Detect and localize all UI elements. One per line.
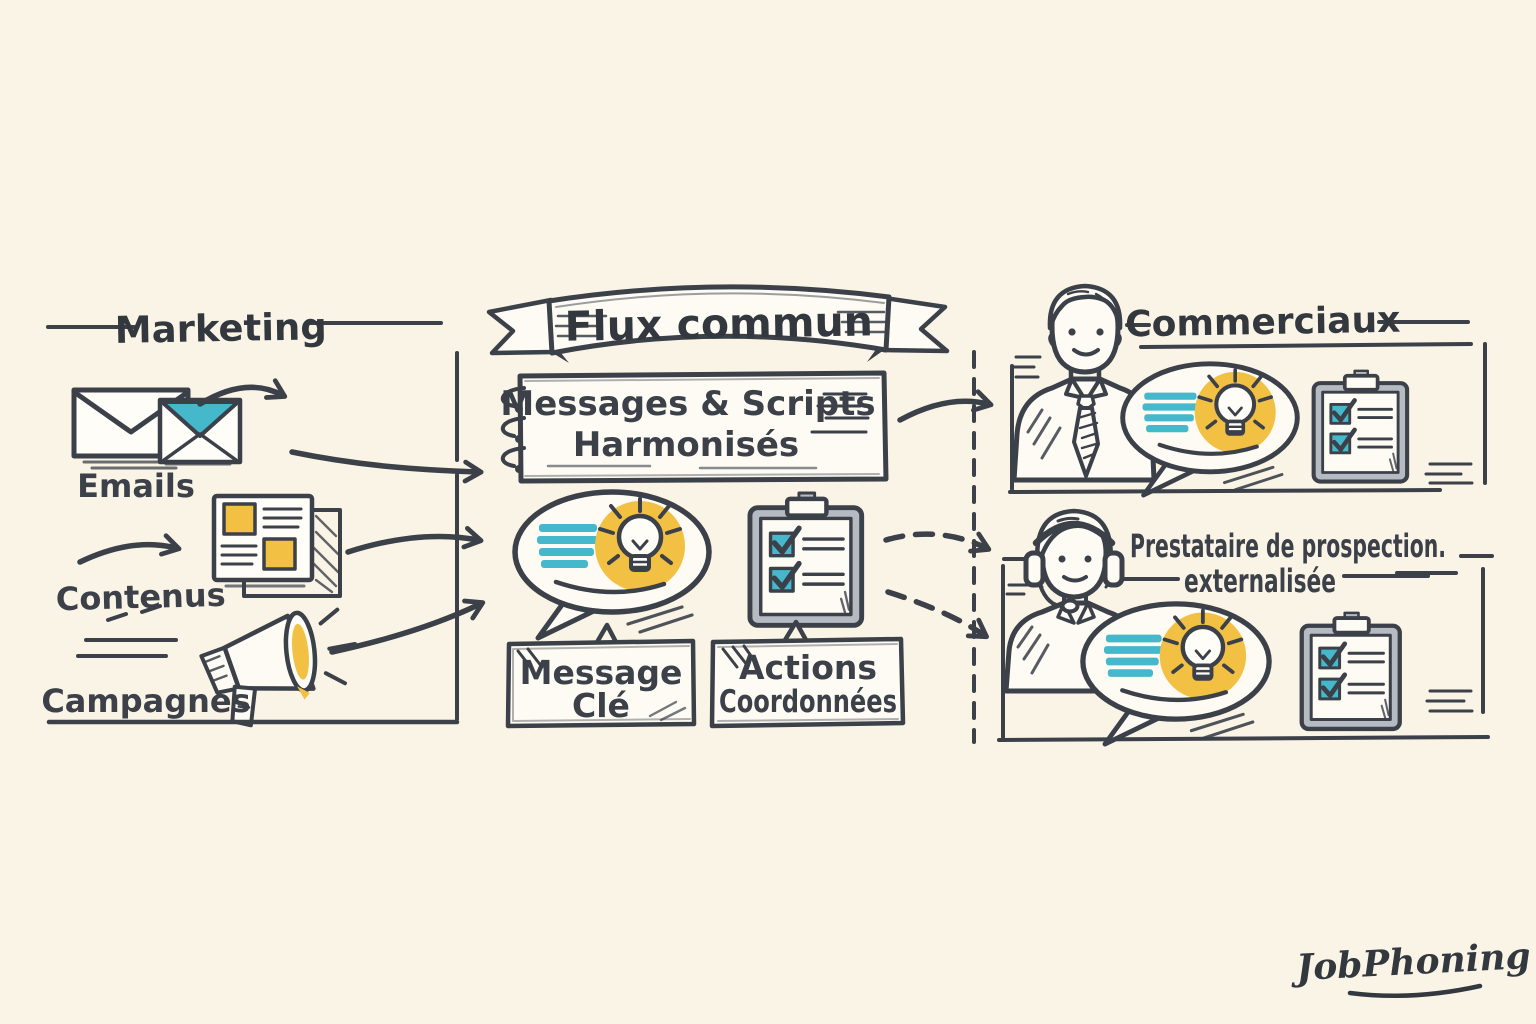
emails-swap-arrow xyxy=(197,378,288,407)
jobphoning-logo: JobPhoning xyxy=(1289,935,1532,999)
flux-to-prestataire-arrow-1 xyxy=(883,531,992,554)
flux-to-commerciaux-arrow xyxy=(897,389,994,423)
speech-bubble-lightbulb-icon xyxy=(1083,604,1269,744)
marketing-section: Marketing Emails Contenus xyxy=(41,305,460,728)
man-avatar-decor-lines xyxy=(1010,355,1152,483)
prestataire-side-dashes xyxy=(1425,689,1474,713)
prestataire-title-line2: externalisée xyxy=(1184,562,1336,600)
contenus-to-flux-arrow xyxy=(345,525,484,555)
content-pages-icon xyxy=(211,493,342,598)
speech-bubble-lightbulb-icon xyxy=(515,492,709,638)
prestataire-section: Prestataire de prospection. externalisée xyxy=(997,508,1494,744)
clipboard-checklist-icon xyxy=(1302,613,1400,729)
into-contenus-arrow xyxy=(77,533,182,565)
prestataire-title-line1: Prestataire de prospection. xyxy=(1130,527,1446,565)
man-avatar xyxy=(1011,283,1157,483)
messages-scripts-line2: Harmonisés xyxy=(573,425,799,465)
key-message-line2: Clé xyxy=(572,686,630,725)
megaphone-icon xyxy=(76,604,357,728)
connectors xyxy=(77,350,994,744)
emails-to-flux-arrow xyxy=(289,449,484,484)
coordinated-actions-label-box xyxy=(709,619,906,729)
commerciaux-frame xyxy=(1008,342,1487,494)
commerciaux-title: Commerciaux xyxy=(1125,300,1401,346)
marketing-title: Marketing xyxy=(114,305,327,352)
ribbon-banner xyxy=(486,284,950,363)
jobphoning-logo-text: JobPhoning xyxy=(1289,935,1532,990)
flux-commun-banner-title: Flux commun xyxy=(564,297,873,350)
key-message-label-box xyxy=(505,622,697,729)
commerciaux-side-dashes xyxy=(1424,462,1474,485)
coordinated-actions-line2: Coordonnées xyxy=(719,684,897,720)
prestataire-frame xyxy=(997,557,1490,742)
commerciaux-title-dashes xyxy=(1125,320,1470,327)
clipboard-checklist-icon xyxy=(1314,371,1407,482)
envelopes-icon xyxy=(71,387,243,470)
campagnes-label: Campagnes xyxy=(41,682,250,720)
messages-scripts-line1: Messages & Scripts xyxy=(500,384,875,424)
coordinated-actions-line1: Actions xyxy=(739,648,877,687)
jobphoning-logo-underline xyxy=(1347,983,1483,999)
clipboard-checklist-icon xyxy=(750,493,862,625)
spiral-notebook-box xyxy=(500,370,889,484)
key-message-line1: Message xyxy=(520,653,683,692)
emails-label: Emails xyxy=(77,467,195,505)
flux-to-prestataire-arrow-2 xyxy=(885,589,990,640)
campagnes-to-flux-arrow xyxy=(329,598,486,655)
flux-commun-section: Flux commun Messages & Scripts Harmonisé… xyxy=(486,284,950,729)
commerciaux-section: Commerciaux xyxy=(1008,283,1487,495)
